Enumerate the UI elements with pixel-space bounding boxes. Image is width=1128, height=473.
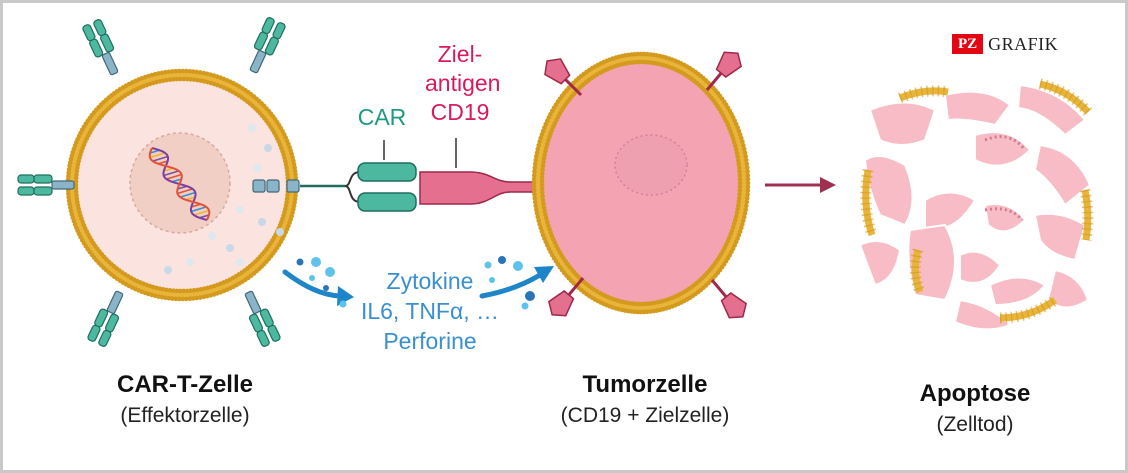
apoptose-title: Apoptose (919, 380, 1031, 407)
vesicle-dot (164, 266, 172, 274)
tcr-receptor-bl (86, 287, 130, 348)
apoptosis-fragment (974, 131, 1032, 167)
zielantigen-label: Ziel- antigen CD19 (425, 40, 501, 127)
vesicle-dot (264, 144, 272, 152)
apoptosis-fragment (988, 276, 1047, 307)
vesicle-dot (208, 232, 216, 240)
apoptosis-fragment (1033, 143, 1092, 207)
cytokine-dot (323, 285, 329, 291)
tcr-receptor-tr (243, 16, 287, 77)
vesicle-dot (186, 258, 194, 266)
cytokine-dot (311, 257, 321, 267)
membrane-fragment (999, 297, 1058, 322)
tcr-receptor-tl (81, 18, 125, 79)
apoptosis-fragment (1016, 83, 1087, 137)
car-construct (252, 138, 457, 212)
zielantigen-line3: CD19 (430, 99, 490, 125)
apoptosis-fragment (863, 155, 914, 227)
apoptosis-fragment (943, 90, 1012, 127)
apoptosis-fragment (868, 101, 937, 146)
vesicle-dot (236, 206, 244, 214)
apoptosis-fragment (959, 250, 1002, 284)
cytokine-dot (521, 302, 529, 310)
cart-subtitle: (Effektorzelle) (120, 404, 250, 427)
tumor-nucleus (614, 134, 688, 196)
membrane-fragment (898, 87, 949, 102)
vesicle-dot (236, 258, 244, 266)
cytokine-dot (489, 277, 495, 283)
apoptosis-fragment (953, 298, 1012, 331)
apoptosis-fragment (983, 203, 1027, 233)
transition-arrow-head (820, 177, 836, 193)
membrane-fragment (1081, 189, 1092, 241)
cytokines-line2: IL6, TNFα, … (360, 298, 500, 324)
vesicle-dot (248, 124, 256, 132)
apoptosis-fragments (858, 78, 1094, 331)
apoptosis-fragment (1033, 212, 1087, 262)
pz-grafik-logo: PZ GRAFIK (952, 34, 1058, 54)
cytokine-dot (498, 256, 506, 264)
zielantigen-line1: Ziel- (437, 41, 483, 67)
apoptosis-fragment (858, 240, 902, 287)
tcr-receptor-br (238, 287, 282, 348)
cytokine-release (282, 256, 554, 310)
vesicle-dot (258, 218, 266, 226)
cytokine-dot (484, 261, 492, 269)
cytokine-dot (525, 291, 535, 301)
cytokines-line1: Zytokine (386, 268, 474, 294)
cytokine-dot (339, 300, 347, 308)
tumor-subtitle: (CD19 + Zielzelle) (560, 404, 730, 427)
cytokine-arrow-left (282, 269, 343, 299)
car-receptor-upper (357, 162, 417, 182)
logo-badge: PZ (952, 34, 984, 54)
dna-icon (148, 147, 211, 221)
cytokine-dot (296, 258, 304, 266)
vesicle-dot (226, 244, 234, 252)
logo-text: GRAFIK (988, 33, 1059, 54)
tcr-receptor-l (17, 174, 75, 196)
tumor-cell (531, 51, 751, 315)
cytokines-line3: Perforine (383, 328, 477, 354)
cytokine-dot (325, 267, 335, 277)
car-label: CAR (357, 104, 407, 130)
cart-title: CAR-T-Zelle (116, 371, 253, 398)
cytokine-dot (513, 261, 523, 271)
vesicle-dot (276, 228, 284, 236)
apoptosis-fragment (924, 191, 977, 231)
vesicle-dot (254, 164, 262, 172)
cytokine-dot (309, 275, 315, 281)
cytokine-arrow-right (479, 272, 543, 299)
tumor-title: Tumorzelle (582, 371, 708, 398)
apoptose-subtitle: (Zelltod) (936, 413, 1014, 436)
zielantigen-line2: antigen (425, 70, 501, 96)
car-receptor-lower (357, 192, 417, 212)
cytokines-label: Zytokine IL6, TNFα, … Perforine (355, 266, 505, 356)
